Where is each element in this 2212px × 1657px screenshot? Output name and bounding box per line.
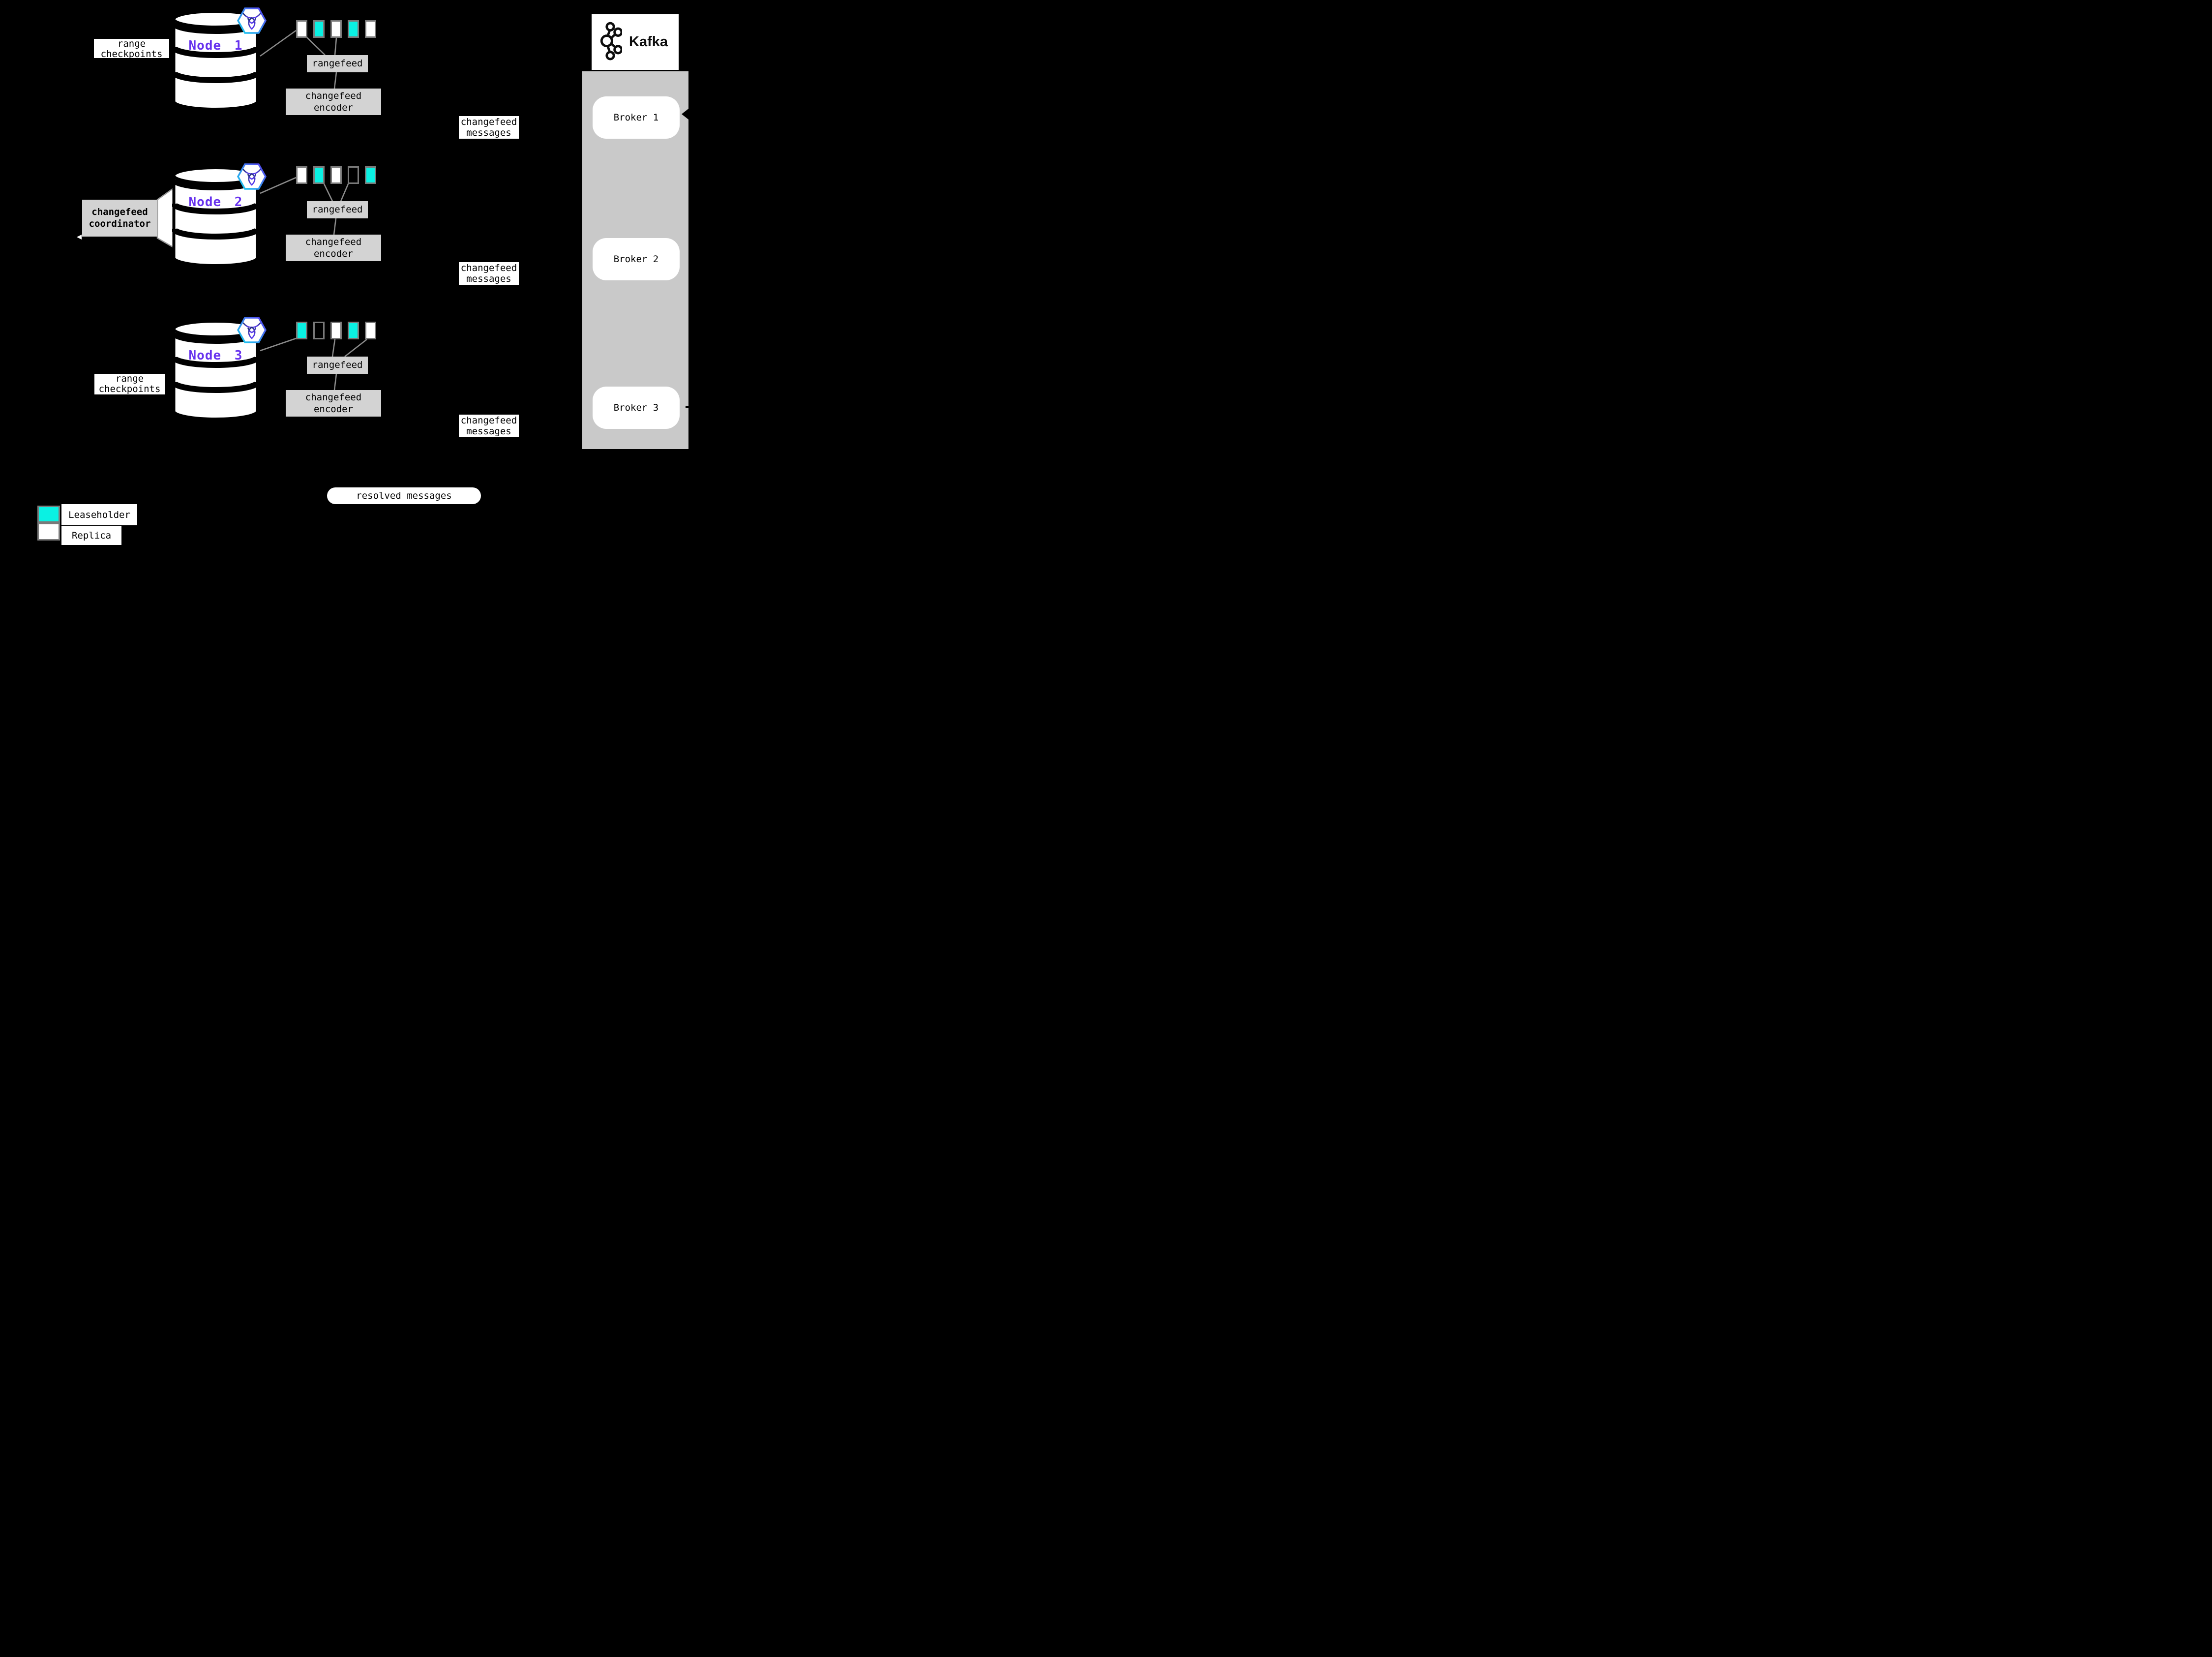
kafka-brand-label: Kafka [629, 34, 668, 50]
node2-database-cylinder [172, 166, 259, 266]
range-cell [313, 20, 325, 38]
range-cell [365, 322, 376, 339]
changefeed-messages-label-1: changefeed messages [459, 116, 519, 139]
changefeed-coordinator-box: changefeed coordinator [82, 200, 157, 237]
messages-line2: messages [466, 127, 511, 138]
broker-1-box: Broker 1 [593, 96, 680, 139]
messages-line1: changefeed [460, 263, 517, 273]
node1-label: Node 1 [188, 38, 243, 53]
encoder-line1: changefeed [305, 90, 362, 101]
line-node2-to-range [260, 177, 297, 194]
cockroachdb-icon [237, 317, 267, 343]
range-cell [348, 20, 359, 38]
node3-database-cylinder [172, 320, 259, 419]
changefeed-messages-label-2: changefeed messages [459, 262, 519, 285]
line-node1-to-range [260, 30, 297, 57]
line-range1-to-rangefeed [306, 36, 326, 56]
encoder-line1: changefeed [305, 237, 362, 247]
legend-leaseholder-swatch [37, 506, 60, 523]
line-range2-to-rangefeed [323, 183, 333, 202]
line-range4-to-rangefeed [340, 183, 349, 202]
node3-label: Node 3 [188, 348, 243, 363]
range-cell [365, 166, 376, 184]
legend-leaseholder-label: Leaseholder [61, 504, 137, 525]
encoder-line2: encoder [313, 404, 354, 415]
line-node3-to-range [260, 337, 297, 352]
changefeed-encoder-box-node2: changefeed encoder [286, 235, 381, 261]
broker-2-box: Broker 2 [593, 238, 680, 280]
rangefeed-box-node1: rangefeed [307, 55, 368, 72]
changefeed-encoder-box-node3: changefeed encoder [286, 390, 381, 417]
encoder-line2: encoder [313, 248, 354, 259]
range-cell [296, 20, 307, 38]
range-cell [296, 166, 307, 184]
range-checkpoints-line1: range [115, 374, 144, 384]
arrowhead-icon [682, 109, 688, 120]
range-cell [313, 322, 325, 339]
line-rangefeed2-to-encoder [333, 218, 337, 235]
range-checkpoints-line1: range [117, 39, 146, 49]
range-checkpoints-label-bottom: range checkpoints [94, 374, 165, 394]
range-checkpoints-line2: checkpoints [98, 384, 161, 394]
range-checkpoints-label-top: range checkpoints [94, 39, 169, 58]
legend-replica-swatch [37, 523, 60, 541]
line-range3-to-rangefeed [334, 37, 337, 56]
changefeed-architecture-diagram: range checkpoints range checkpoints chan… [0, 0, 738, 552]
legend-replica-label: Replica [61, 526, 121, 545]
line-rangefeed1-to-encoder [333, 72, 337, 89]
changefeed-encoder-box-node1: changefeed encoder [286, 89, 381, 115]
range-cell [348, 322, 359, 339]
line-rangefeed3-to-encoder [333, 373, 337, 391]
range-cell [348, 166, 359, 184]
range-cell [330, 20, 342, 38]
kafka-logo-box: Kafka [592, 14, 679, 70]
range-cell [365, 20, 376, 38]
messages-line1: changefeed [460, 415, 517, 426]
coordinator-arrow-tip-icon [77, 235, 82, 240]
encoder-line2: encoder [313, 102, 354, 113]
cockroachdb-icon [237, 163, 267, 190]
broker-3-box: Broker 3 [593, 387, 680, 429]
node2-label: Node 2 [188, 195, 243, 210]
range-checkpoints-line2: checkpoints [100, 49, 163, 59]
node1-database-cylinder [172, 10, 259, 109]
messages-line2: messages [466, 426, 511, 437]
connector-lines [260, 30, 367, 391]
line-range5-to-rangefeed [344, 338, 367, 358]
kafka-icon [600, 22, 622, 60]
line-range3b-to-rangefeed [331, 339, 336, 357]
coordinator-line1: changefeed [91, 207, 148, 217]
rangefeed-box-node2: rangefeed [307, 201, 368, 218]
rangefeed-box-node3: rangefeed [307, 357, 368, 374]
range-cell [296, 322, 307, 339]
range-cell [313, 166, 325, 184]
encoder-line1: changefeed [305, 392, 362, 403]
messages-line1: changefeed [460, 117, 517, 127]
coordinator-line2: coordinator [89, 218, 151, 229]
range-cell [330, 322, 342, 339]
cockroachdb-icon [237, 7, 267, 34]
messages-line2: messages [466, 273, 511, 284]
arrowhead-icon [686, 406, 688, 408]
resolved-messages-pill: resolved messages [327, 487, 481, 504]
changefeed-messages-label-3: changefeed messages [459, 415, 519, 437]
range-cell [330, 166, 342, 184]
